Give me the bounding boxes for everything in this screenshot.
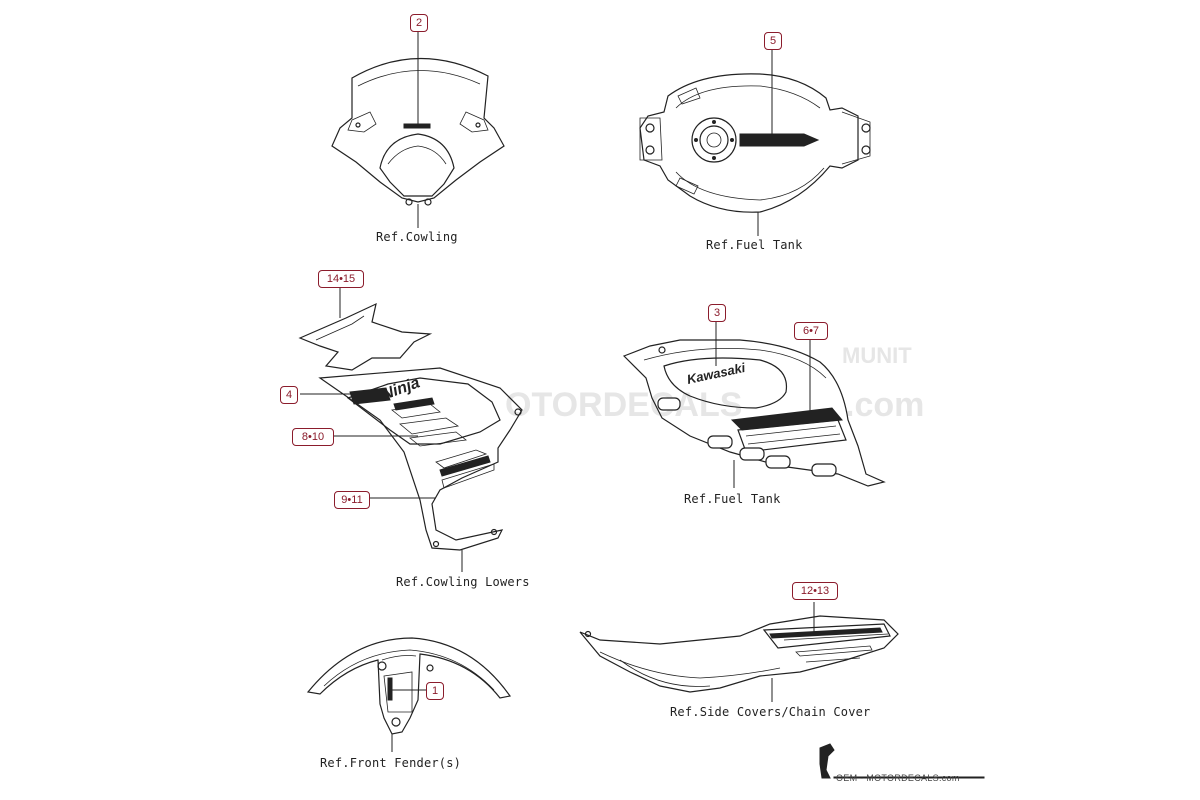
callout-1: 1 — [426, 682, 444, 700]
callout-4: 4 — [280, 386, 298, 404]
ref-fuel-tank-side-label: Ref.Fuel Tank — [684, 492, 781, 506]
callout-6-7: 6•7 — [794, 322, 828, 340]
watermark-main: OTORDECALS — [505, 386, 743, 424]
footer-logo-icon — [819, 743, 985, 779]
cowling-lowers-drawing: Ninja — [298, 286, 523, 572]
ref-fuel-tank-top-label: Ref.Fuel Tank — [706, 238, 803, 252]
callout-2: 2 — [410, 14, 428, 32]
cowling-drawing — [331, 32, 505, 228]
callout-9-11: 9•11 — [334, 491, 370, 509]
side-covers-drawing — [579, 602, 899, 702]
front-fender-drawing — [306, 637, 512, 752]
watermark-tag: MUNIT — [842, 343, 912, 368]
callout-14-15: 14•15 — [318, 270, 364, 288]
ref-cowling-lowers-label: Ref.Cowling Lowers — [396, 575, 530, 589]
callout-8-10: 8•10 — [292, 428, 334, 446]
fuel-tank-top-drawing — [639, 48, 871, 236]
callout-12-13: 12•13 — [792, 582, 838, 600]
footer-credit: OEM - MOTORDECALS.com — [836, 773, 960, 783]
callout-3: 3 — [708, 304, 726, 322]
ref-side-covers-label: Ref.Side Covers/Chain Cover — [670, 705, 871, 719]
ninja-decal-text: Ninja — [380, 374, 423, 403]
ref-cowling-label: Ref.Cowling — [376, 230, 458, 244]
ref-front-fender-label: Ref.Front Fender(s) — [320, 756, 462, 770]
watermark-suffix: .com — [845, 386, 925, 424]
fuel-tank-side-drawing: Kawasaki — [622, 318, 886, 488]
callout-5: 5 — [764, 32, 782, 50]
